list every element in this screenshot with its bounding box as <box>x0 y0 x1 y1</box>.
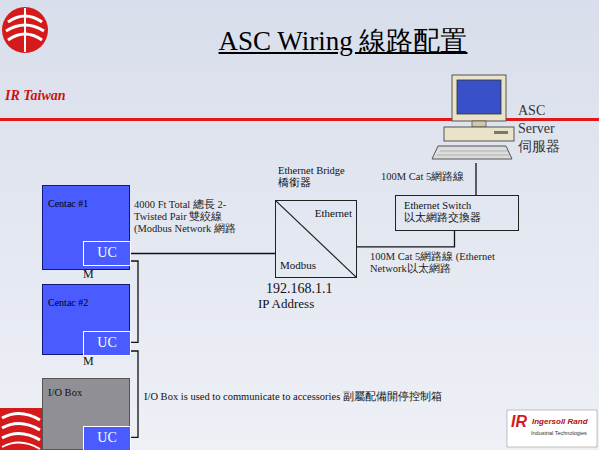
io-box: I/O BoxUC <box>42 378 130 450</box>
network-cable <box>357 231 455 247</box>
cable-label: 100M Cat 5網路線 <box>381 171 476 183</box>
logo-mark: IR <box>511 413 527 431</box>
centac-unit: Centac #2 UC <box>42 284 130 355</box>
ip-address: 192.168.1.1 <box>266 281 333 297</box>
ingersoll-logo-panel <box>507 410 597 447</box>
uc-module: UC <box>83 426 131 450</box>
uc-module: UC <box>83 331 131 356</box>
uc-module: UC <box>83 241 131 266</box>
unit-name: Centac #1 <box>48 198 88 210</box>
logo-name: Ingersoll Rand <box>532 417 588 426</box>
red-rule <box>0 118 599 121</box>
ip-caption: IP Address <box>258 297 314 312</box>
port-name: Modbus <box>280 259 316 272</box>
brand-name: IR Taiwan <box>5 88 66 104</box>
port-name: Ethernet <box>315 207 352 220</box>
note-text: I/O Box is used to communicate to access… <box>144 391 574 403</box>
module-name: UC <box>84 245 130 261</box>
cable-label: 100M Cat 5網路線 (Ethernet Network以太網路 <box>370 251 500 275</box>
ir-taiwan-logo <box>2 7 48 53</box>
module-name: UC <box>84 430 130 446</box>
computer-icon <box>432 75 514 159</box>
asc-server: ASC Server 伺服器 <box>436 70 582 163</box>
network-cable <box>131 253 275 254</box>
logo-subtitle: Industrial Technologies <box>531 430 587 436</box>
unit-name: Centac #2 <box>48 297 88 309</box>
bridge-heading: Ethernet Bridge 橋銜器 <box>278 165 368 189</box>
switch-name: Ethernet Switch 以太網路交換器 <box>404 200 514 224</box>
network-cable <box>131 261 138 342</box>
network-cable <box>475 163 476 195</box>
server-name: ASC Server 伺服器 <box>518 102 578 156</box>
corner-logo <box>0 408 42 450</box>
motor-mark: M <box>83 355 94 369</box>
ethernet-switch: Ethernet Switch 以太網路交換器 <box>395 195 519 231</box>
motor-mark: M <box>83 268 94 282</box>
ethernet-bridge: Ethernet Bridge 橋銜器EthernetModbus <box>275 200 357 278</box>
cable-label: 4000 Ft Total 總長 2-Twisted Pair 雙絞線 (Mod… <box>134 199 254 235</box>
network-cable <box>131 351 138 437</box>
module-name: UC <box>84 335 130 351</box>
slide-title: ASC Wiring 線路配置 <box>143 26 543 57</box>
box-name: I/O Box <box>48 387 82 399</box>
diagonal-line <box>276 201 356 277</box>
centac-unit: Centac #1 UC <box>42 185 130 270</box>
